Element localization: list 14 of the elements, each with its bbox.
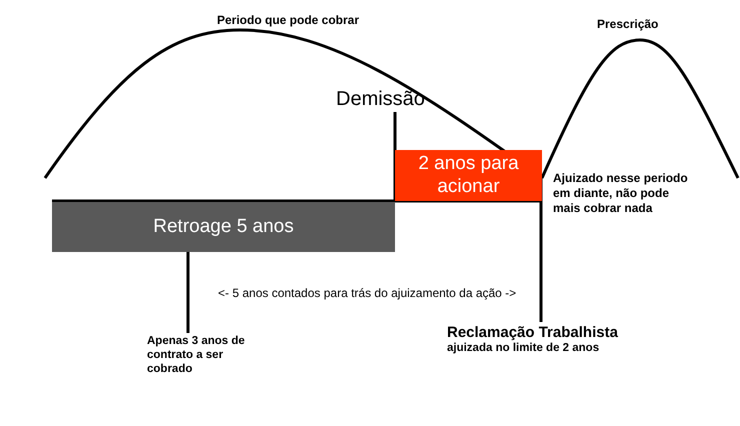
note-text: Ajuizado nesse periodo em diante, não pode mais cobrar nada <box>553 171 688 216</box>
note-text: Apenas 3 anos de contrato a ser cobrado <box>147 333 262 379</box>
leader-line <box>394 112 396 201</box>
time-bar <box>395 150 542 201</box>
range-note: <- 5 anos contados para trás do ajuizamento da ação -> <box>218 286 518 301</box>
bar-label: 2 anos para acionar <box>417 152 520 198</box>
event-title: Reclamação Trabalhista <box>447 324 619 342</box>
curve-label: Periodo que pode cobrar <box>217 13 360 28</box>
bar-label: Retroage 5 anos <box>152 216 295 238</box>
time-bar <box>52 202 395 252</box>
curve-label: Prescrição <box>597 17 660 32</box>
event-subtitle: ajuizada no limite de 2 anos <box>447 342 600 356</box>
event-label: Demissão <box>336 86 446 112</box>
leader-line <box>186 252 190 333</box>
